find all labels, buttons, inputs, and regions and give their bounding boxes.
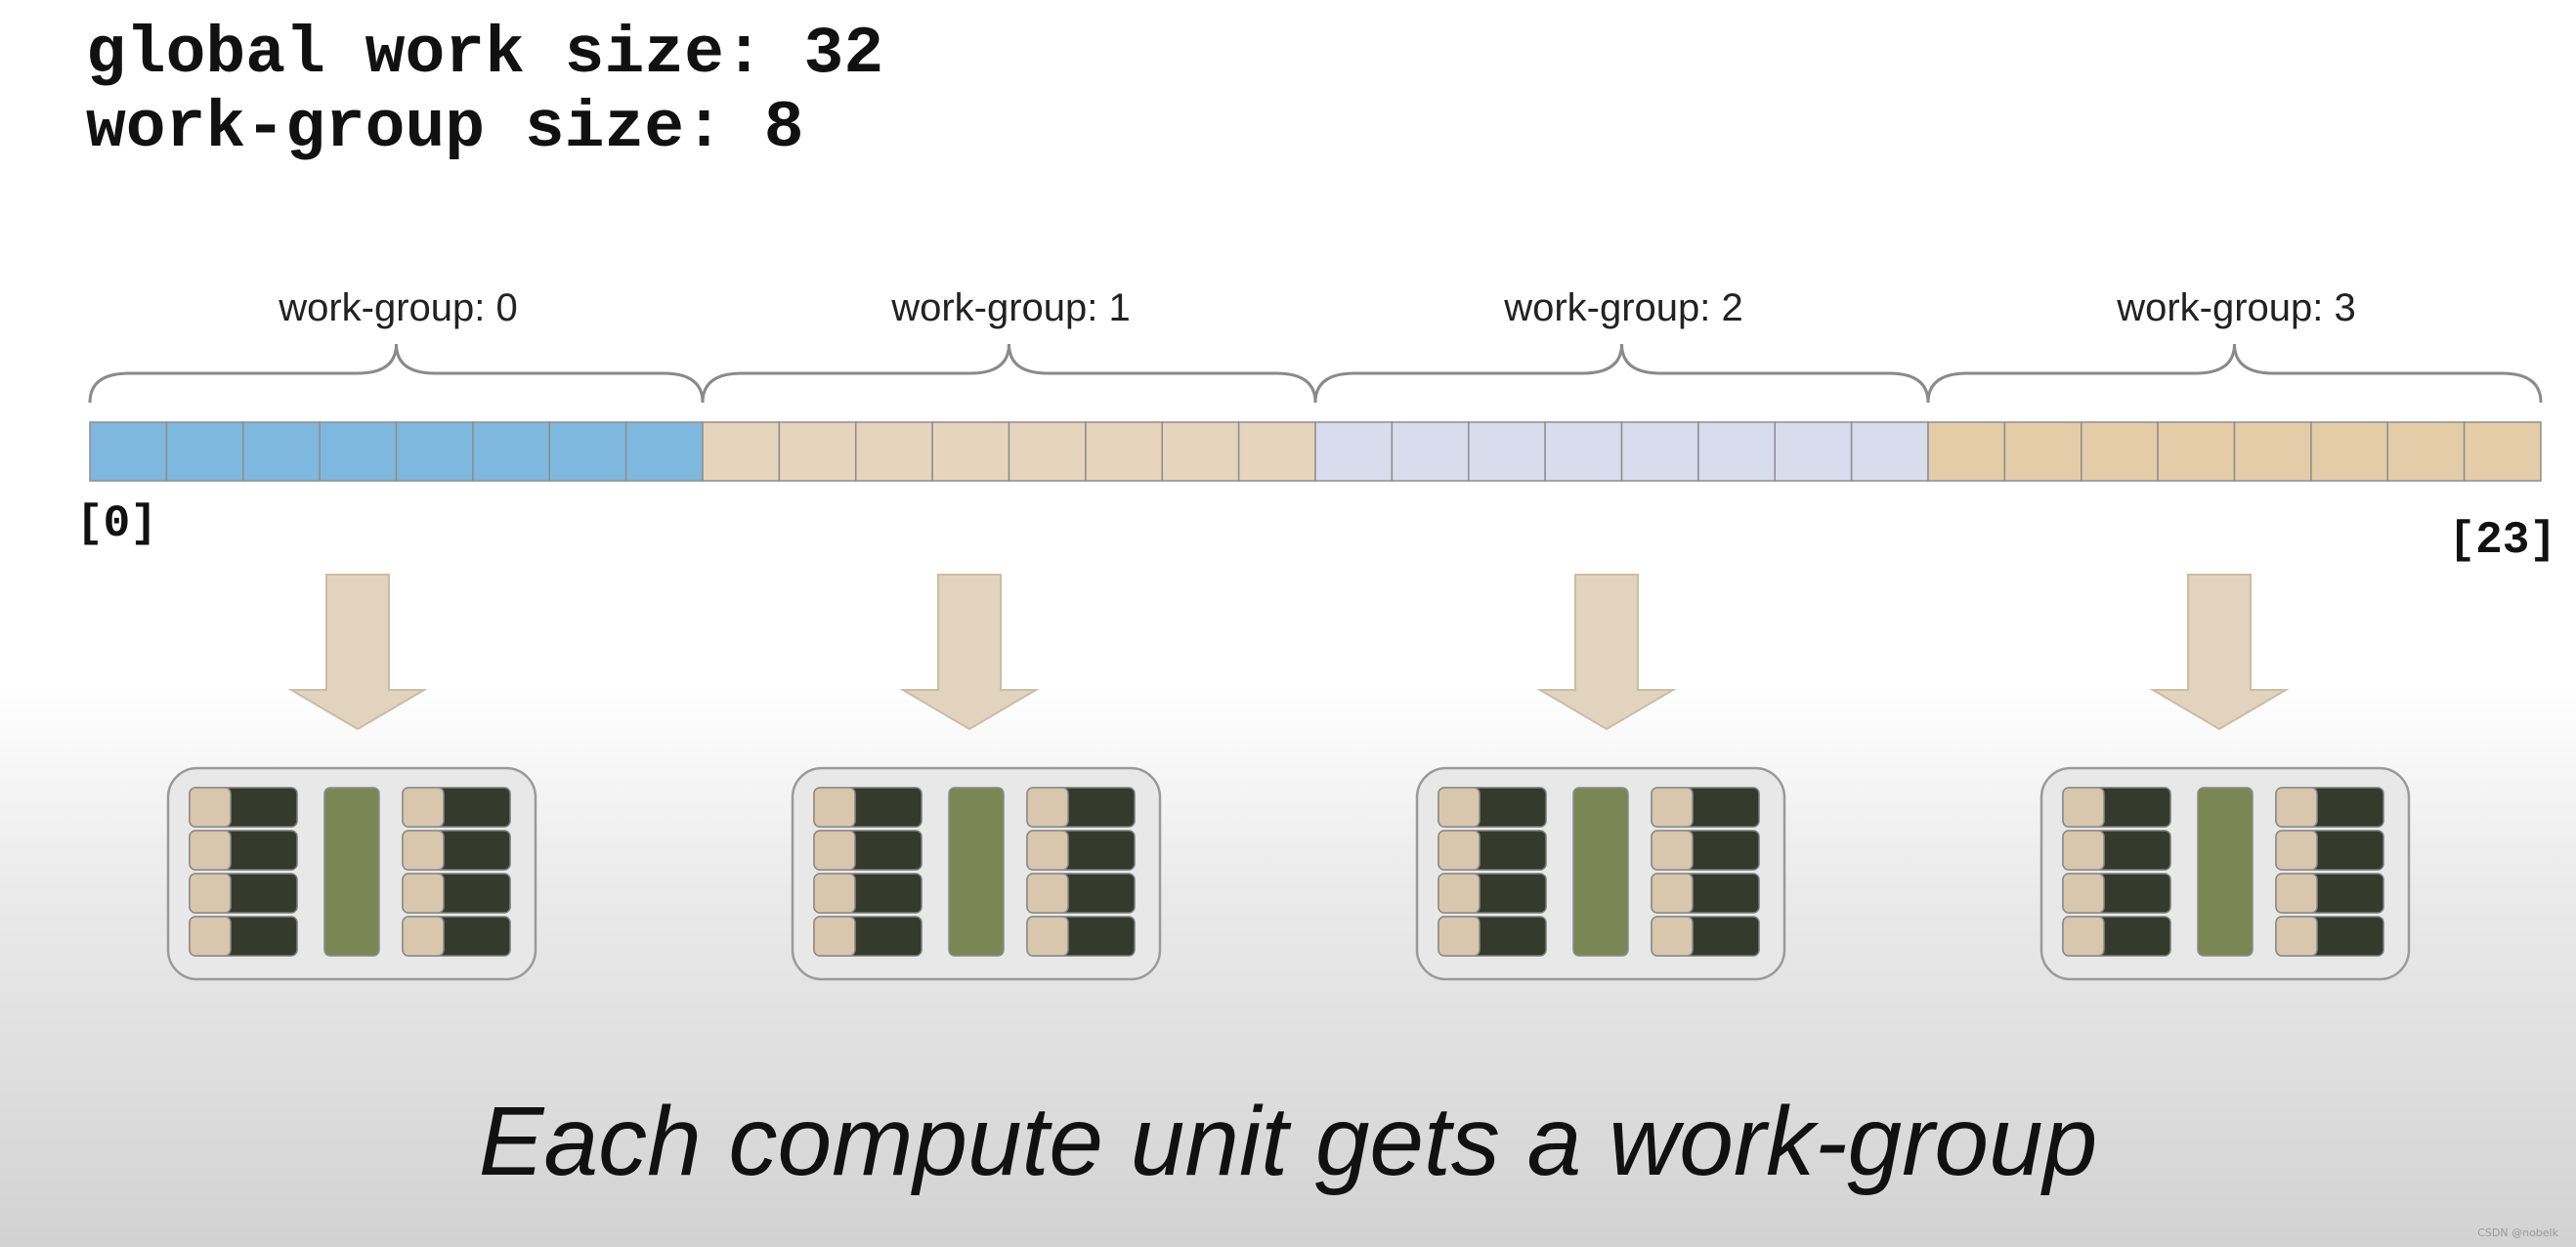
work-item-cell [165, 421, 244, 482]
curly-brace [1926, 343, 2543, 404]
work-item-cell [1391, 421, 1470, 482]
local-memory [948, 787, 1005, 957]
processing-element-tab [813, 830, 856, 871]
work-item-cell [702, 421, 781, 482]
work-item-cell [548, 421, 627, 482]
processing-element-tab [1026, 873, 1069, 914]
work-item-cell [1468, 421, 1546, 482]
work-item-cell [1697, 421, 1776, 482]
curly-brace [1313, 343, 1930, 404]
work-item-cell [624, 421, 704, 482]
processing-element-tab [1026, 916, 1069, 957]
processing-element-tab [402, 873, 445, 914]
watermark: CSDN @nobelk [2477, 1226, 2558, 1239]
curly-brace [701, 343, 1317, 404]
work-item-cell [778, 421, 857, 482]
work-group-label: work-group: 0 [278, 286, 518, 329]
work-item-cell [1161, 421, 1240, 482]
processing-element-tab [2062, 916, 2105, 957]
processing-element-tab [2062, 873, 2105, 914]
processing-element-tab [1026, 787, 1069, 828]
work-group-label: work-group: 3 [2116, 286, 2356, 329]
processing-element-tab [2062, 787, 2105, 828]
work-item-cell [931, 421, 1010, 482]
work-item-cell [855, 421, 933, 482]
work-item-cell [1850, 421, 1929, 482]
processing-element-tab [1438, 873, 1481, 914]
work-item-cell [2386, 421, 2466, 482]
processing-element-tab [813, 873, 856, 914]
down-arrow-icon [287, 574, 428, 731]
processing-element-tab [1651, 787, 1694, 828]
work-item-cell [242, 421, 321, 482]
work-group-label: work-group: 2 [1503, 286, 1743, 329]
work-item-cell [2081, 421, 2159, 482]
work-item-cell [472, 421, 550, 482]
processing-element-tab [189, 916, 232, 957]
work-item-cell [1927, 421, 2006, 482]
processing-element-tab [2275, 916, 2318, 957]
down-arrow-icon [1536, 574, 1677, 731]
compute-unit [2039, 766, 2411, 981]
global-work-size-label: global work size: 32 [86, 17, 884, 92]
processing-element-tab [1438, 830, 1481, 871]
work-item-cell [2463, 421, 2542, 482]
down-arrow-icon [899, 574, 1040, 731]
work-item-cell [2157, 421, 2236, 482]
work-item-cell [2233, 421, 2312, 482]
work-item-cell [1085, 421, 1163, 482]
processing-element-tab [1651, 830, 1694, 871]
processing-element-tab [2062, 830, 2105, 871]
work-item-cell [1008, 421, 1087, 482]
work-item-cell [89, 421, 168, 482]
work-item-cell [2003, 421, 2082, 482]
work-item-cell [1237, 421, 1316, 482]
processing-element-tab [2275, 830, 2318, 871]
compute-unit [166, 766, 537, 981]
work-group-size-label: work-group size: 8 [86, 91, 804, 166]
processing-element-tab [402, 787, 445, 828]
down-arrow-icon [2149, 574, 2290, 731]
first-index-label: [0] [76, 498, 157, 549]
processing-element-tab [2275, 873, 2318, 914]
caption: Each compute unit gets a work-group [478, 1087, 2098, 1196]
processing-element-tab [1026, 830, 1069, 871]
work-item-cell [395, 421, 474, 482]
processing-element-tab [189, 830, 232, 871]
work-item-cell [1620, 421, 1699, 482]
processing-element-tab [189, 873, 232, 914]
processing-element-tab [402, 830, 445, 871]
processing-element-tab [813, 787, 856, 828]
processing-element-tab [1438, 787, 1481, 828]
processing-element-tab [1651, 873, 1694, 914]
processing-element-tab [1651, 916, 1694, 957]
local-memory [1572, 787, 1629, 957]
processing-element-tab [2275, 787, 2318, 828]
work-group-label: work-group: 1 [890, 286, 1131, 329]
curly-brace [88, 343, 705, 404]
compute-unit [791, 766, 1162, 981]
work-item-cell [319, 421, 398, 482]
work-item-cell [2310, 421, 2388, 482]
processing-element-tab [813, 916, 856, 957]
processing-element-tab [189, 787, 232, 828]
work-item-cell [1774, 421, 1853, 482]
last-index-label: [23] [2449, 515, 2556, 566]
local-memory [323, 787, 380, 957]
work-item-cell [1314, 421, 1394, 482]
processing-element-tab [402, 916, 445, 957]
compute-unit [1415, 766, 1786, 981]
work-item-cell [1544, 421, 1623, 482]
local-memory [2197, 787, 2254, 957]
processing-element-tab [1438, 916, 1481, 957]
